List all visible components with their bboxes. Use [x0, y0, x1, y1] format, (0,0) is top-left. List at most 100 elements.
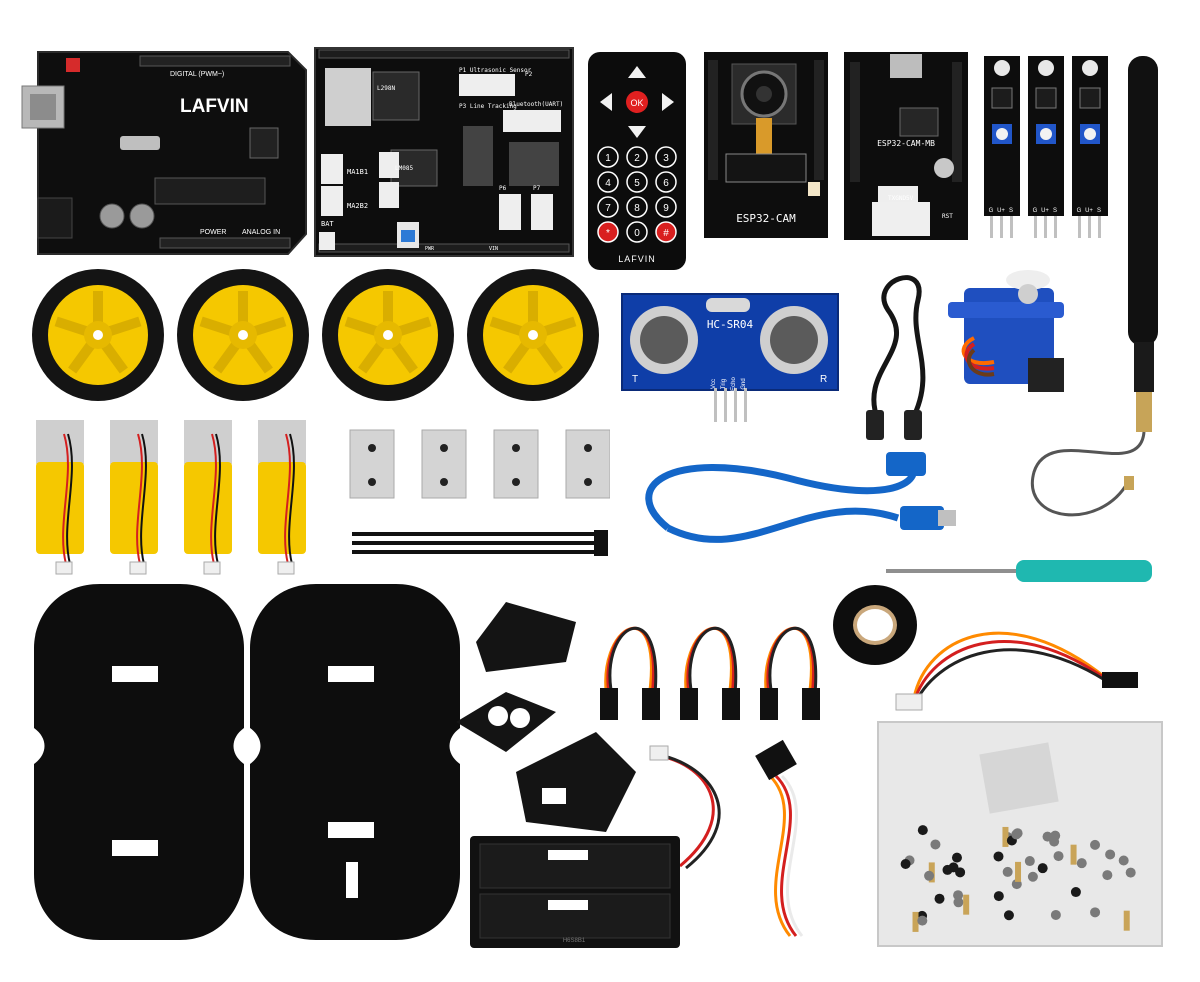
brass-standoff: [963, 894, 970, 915]
ultrasonic-pin-label: Gnd: [741, 378, 747, 389]
motors-row: [36, 420, 306, 575]
screw-head: [1024, 856, 1035, 867]
remote-key-label: 1: [605, 153, 611, 164]
electrical-tape: [833, 585, 917, 665]
block-hole: [440, 444, 448, 452]
screw-head: [1027, 871, 1038, 882]
uno-digital-label: DIGITAL (PWM~): [170, 71, 224, 78]
remote-key-10: [626, 221, 648, 243]
remote-key-1: [626, 146, 648, 168]
wheel-axle: [383, 330, 393, 340]
line-sensor-pin: [1000, 216, 1003, 238]
line-sensor-pin-label: G: [1033, 208, 1038, 214]
battery-mark: H6S8B1: [563, 938, 586, 944]
screw-head: [1011, 829, 1022, 840]
line-sensor-ir: [991, 87, 1013, 109]
block-hole: [512, 478, 520, 486]
brass-standoff: [912, 911, 919, 932]
shield-chip1: L298N: [377, 85, 395, 92]
uno-analog-label: ANALOG IN: [242, 229, 280, 236]
brass-standoff: [1002, 826, 1009, 847]
uno-brand: LAFVIN: [180, 96, 249, 117]
shield-vin: VIN: [489, 246, 498, 252]
shield-line-label: P3 Line Tracking: [459, 103, 517, 110]
ultrasonic-pin-label: Vcc: [711, 379, 717, 389]
screw-head: [924, 870, 935, 881]
remote-key-label: 4: [605, 178, 611, 189]
jumper-leads: [600, 626, 820, 720]
motor-gearbox: [36, 462, 84, 554]
motor-connector: [55, 561, 73, 575]
line-sensor-pin: [1054, 216, 1057, 238]
wifi-antenna: [1030, 56, 1158, 517]
esp32-cam-mb-board: ESP32-CAM-MB TXGND5V RST: [844, 52, 968, 240]
screw-head: [1118, 855, 1129, 866]
line-sensor-pin: [1044, 216, 1047, 238]
motor-wire: [66, 433, 73, 565]
ultrasonic-r: R: [820, 374, 827, 385]
block-hole: [584, 478, 592, 486]
nylon-nut: [1003, 910, 1014, 921]
line-sensor-pin-label: S: [1097, 208, 1101, 214]
remote-key-label: 5: [634, 178, 640, 189]
nylon-nut: [917, 825, 928, 836]
brass-standoff: [1070, 844, 1077, 865]
shield-pwr: PWR: [425, 246, 435, 252]
remote-brand: LAFVIN: [618, 254, 656, 264]
brass-standoff: [1015, 861, 1022, 882]
line-sensor-ir: [1079, 87, 1101, 109]
jumper-connector: [642, 688, 660, 720]
block-hole: [368, 478, 376, 486]
aluminum-block: [493, 429, 539, 499]
motor-wire: [136, 433, 143, 565]
remote-key-label: 8: [634, 203, 640, 214]
block-hole: [440, 478, 448, 486]
remote-key-label: 0: [634, 228, 640, 239]
motor-wire: [62, 433, 69, 565]
remote-key-9: [597, 221, 619, 243]
remote-key-label: 3: [663, 153, 669, 164]
screw-head: [1105, 849, 1116, 860]
jumper-wire: [768, 626, 818, 705]
sensor-cable: [895, 631, 1138, 711]
line-sensor-ir: [1035, 87, 1057, 109]
screw-head: [1042, 831, 1053, 842]
servo-motor: [948, 270, 1064, 392]
shield-p2-label: P2: [525, 71, 533, 78]
motor-wire: [214, 433, 221, 565]
nylon-nut: [948, 862, 959, 873]
line-sensor-pot-knob: [1040, 128, 1052, 140]
esp32-mb-label: ESP32-CAM-MB: [877, 139, 935, 148]
nylon-nut: [1070, 887, 1081, 898]
shield-motor-a-label: MA1B1: [347, 168, 368, 176]
sensor-brackets: [456, 602, 636, 832]
jumper-connector: [760, 688, 778, 720]
chassis-plates: [34, 584, 460, 940]
jumper-connector: [802, 688, 820, 720]
remote-key-label: 7: [605, 203, 611, 214]
motor-can: [36, 420, 84, 464]
uno-power-label: POWER: [200, 229, 226, 236]
line-sensor-pin-label: S: [1053, 208, 1057, 214]
motor-wire: [288, 433, 295, 565]
nylon-nut: [934, 893, 945, 904]
motor-can: [110, 420, 158, 464]
screw-head: [1076, 858, 1087, 869]
line-sensor-hole: [994, 60, 1010, 76]
uno-board: LAFVIN DIGITAL (PWM~) POWER ANALOG IN: [21, 51, 307, 255]
brass-standoff: [1123, 910, 1130, 931]
remote-key-0: [597, 146, 619, 168]
line-sensor-pot-knob: [996, 128, 1008, 140]
remote-key-6: [597, 196, 619, 218]
motor-connector: [277, 561, 295, 575]
jumper-connector: [722, 688, 740, 720]
motor-wire: [140, 433, 147, 565]
jumper-wire: [608, 626, 658, 705]
remote-key-8: [655, 196, 677, 218]
esp32-cam-board: ESP32-CAM: [704, 52, 828, 238]
line-sensor-pin-label: G: [989, 208, 994, 214]
block-hole: [584, 444, 592, 452]
shield-bluetooth-label: Bluetooth(UART): [509, 101, 563, 108]
remote-key-7: [626, 196, 648, 218]
nylon-nut: [951, 852, 962, 863]
